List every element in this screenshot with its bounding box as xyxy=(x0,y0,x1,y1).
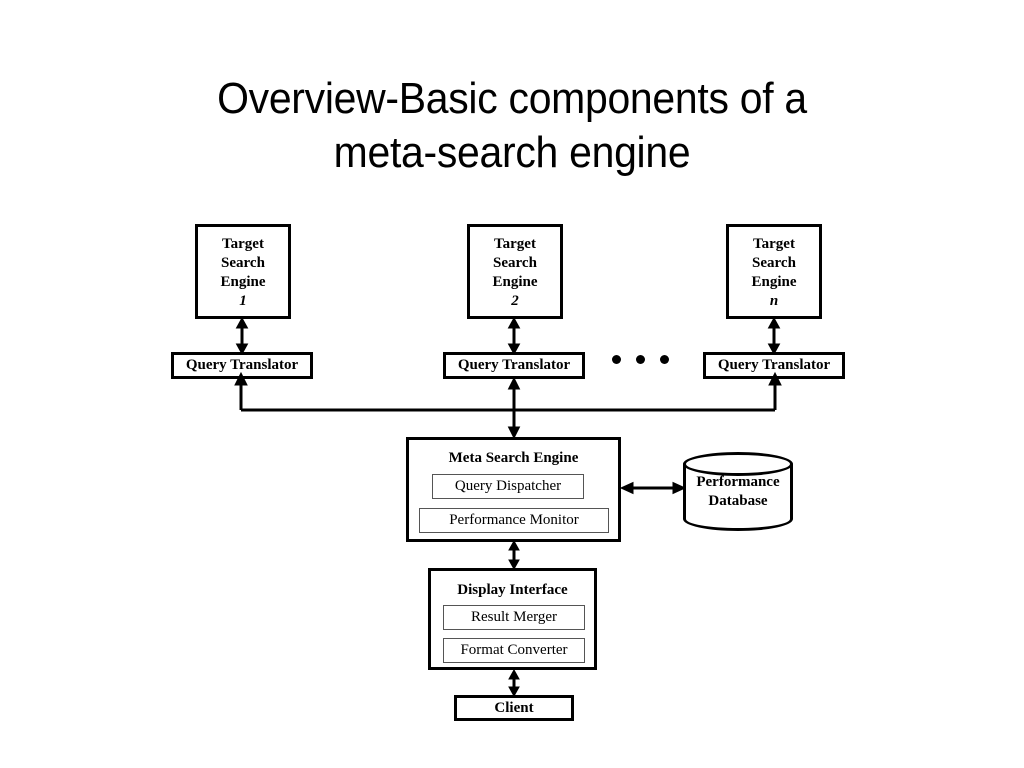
tse-1-line-2: Search xyxy=(221,255,265,271)
performance-monitor-box[interactable]: Performance Monitor xyxy=(419,508,609,533)
performance-database-cylinder[interactable]: Performance Database xyxy=(683,452,793,531)
query-dispatcher-box[interactable]: Query Dispatcher xyxy=(432,474,584,499)
tse-2-line-2: Search xyxy=(493,255,537,271)
query-translator-n-label: Query Translator xyxy=(717,357,831,373)
query-translator-1-label: Query Translator xyxy=(185,357,299,373)
ellipsis-indicator xyxy=(612,355,669,364)
arrow-tse1-to-qt1 xyxy=(235,316,249,356)
ellipsis-dot-3 xyxy=(660,355,669,364)
target-search-engine-n-box[interactable]: Target Search Engine n xyxy=(726,224,822,319)
ellipsis-dot-2 xyxy=(636,355,645,364)
display-interface-box[interactable]: Display Interface Result Merger Format C… xyxy=(428,568,597,670)
query-translator-2-label: Query Translator xyxy=(457,357,571,373)
tse-2-line-3: Engine xyxy=(492,274,538,290)
target-search-engine-2-box[interactable]: Target Search Engine 2 xyxy=(467,224,563,319)
performance-database-label: Performance Database xyxy=(696,473,780,509)
arrow-tse2-to-qt2 xyxy=(507,316,521,356)
ellipsis-dot-1 xyxy=(612,355,621,364)
format-converter-label: Format Converter xyxy=(460,642,568,658)
display-interface-title: Display Interface xyxy=(457,582,568,598)
tse-n-line-2: Search xyxy=(752,255,796,271)
tse-2-index: 2 xyxy=(511,293,519,309)
format-converter-box[interactable]: Format Converter xyxy=(443,638,585,663)
tse-1-line-3: Engine xyxy=(220,274,266,290)
arrow-meta-search-engine-to-performance-database xyxy=(619,481,687,495)
client-box[interactable]: Client xyxy=(454,695,574,721)
arrow-qt2-to-meta-search-engine xyxy=(507,376,521,440)
bus-connector-query-translators xyxy=(234,371,782,412)
result-merger-label: Result Merger xyxy=(471,609,557,625)
arrow-meta-search-engine-to-display-interface xyxy=(508,539,520,571)
target-search-engine-1-box[interactable]: Target Search Engine 1 xyxy=(195,224,291,319)
arrow-tsen-to-qtn xyxy=(767,316,781,356)
tse-n-index: n xyxy=(769,293,779,309)
performance-monitor-label: Performance Monitor xyxy=(449,512,579,528)
meta-search-engine-title: Meta Search Engine xyxy=(448,450,579,466)
tse-1-index: 1 xyxy=(239,293,247,309)
tse-n-line-3: Engine xyxy=(751,274,797,290)
meta-search-engine-box[interactable]: Meta Search Engine Query Dispatcher Perf… xyxy=(406,437,621,542)
client-label: Client xyxy=(494,699,534,716)
result-merger-box[interactable]: Result Merger xyxy=(443,605,585,630)
cylinder-top-ellipse xyxy=(683,452,793,476)
tse-n-line-1: Target xyxy=(753,236,795,252)
tse-2-line-1: Target xyxy=(494,236,536,252)
tse-1-line-1: Target xyxy=(222,236,264,252)
query-dispatcher-label: Query Dispatcher xyxy=(454,478,562,494)
page-title: Overview-Basic components of a meta-sear… xyxy=(217,74,807,177)
arrow-display-interface-to-client xyxy=(508,668,520,698)
